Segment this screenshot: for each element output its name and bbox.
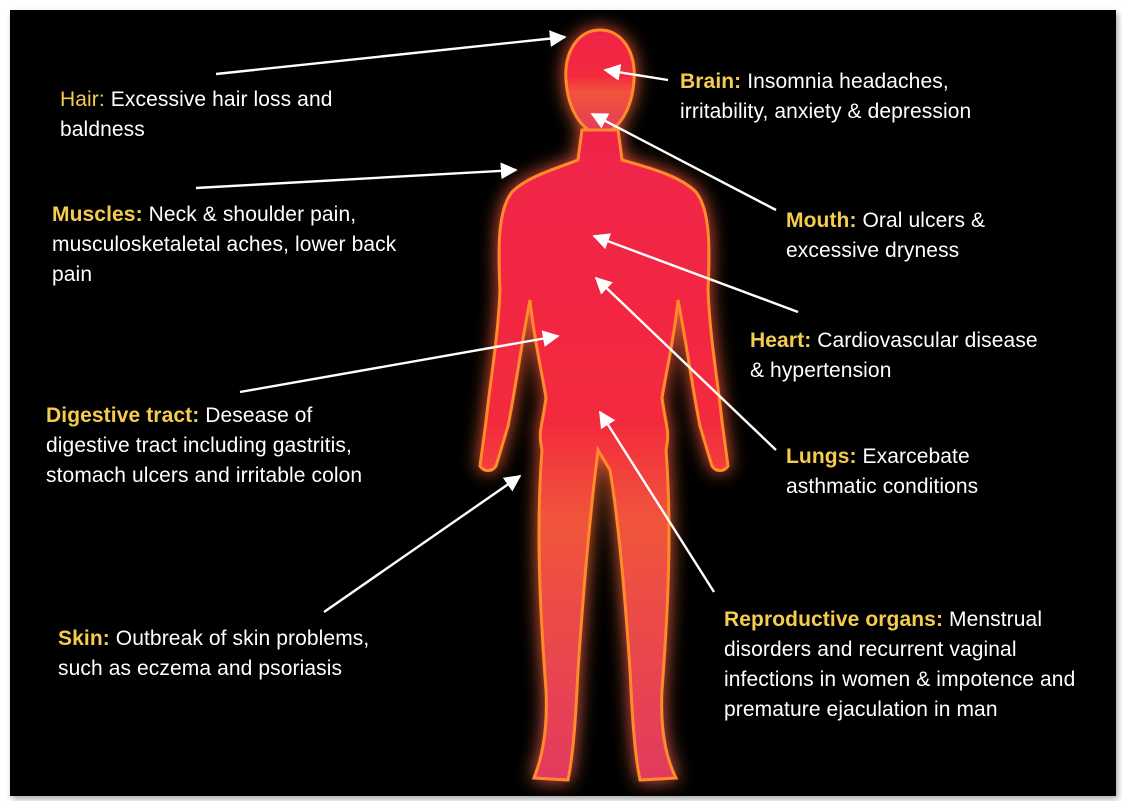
diagram-panel: Hair: Excessive hair loss and baldness B…: [10, 10, 1116, 796]
muscles-leader: [196, 170, 516, 188]
annotation-digestive-heading: Digestive tract:: [46, 404, 199, 427]
annotation-mouth-heading: Mouth:: [786, 209, 857, 232]
annotation-muscles: Muscles: Neck & shoulder pain, musculosk…: [52, 200, 422, 290]
annotation-mouth: Mouth: Oral ulcers & excessive dryness: [786, 206, 1046, 266]
annotation-hair-heading: Hair:: [60, 88, 105, 111]
human-figure: [480, 30, 728, 780]
annotation-brain: Brain: Insomnia headaches, irritability,…: [680, 67, 1040, 127]
annotation-digestive: Digestive tract: Desease of digestive tr…: [46, 401, 396, 491]
annotation-reproductive-heading: Reproductive organs:: [724, 608, 943, 631]
skin-leader: [324, 476, 520, 612]
annotation-heart-heading: Heart:: [750, 329, 811, 352]
hair-leader: [216, 37, 565, 74]
annotation-lungs-heading: Lungs:: [786, 445, 857, 468]
annotation-skin-heading: Skin:: [58, 627, 110, 650]
figure-torso: [480, 130, 728, 780]
annotation-muscles-heading: Muscles:: [52, 203, 143, 226]
annotation-heart: Heart: Cardiovascular disease & hyperten…: [750, 326, 1040, 386]
annotation-brain-heading: Brain:: [680, 70, 741, 93]
annotation-hair: Hair: Excessive hair loss and baldness: [60, 85, 400, 145]
annotation-skin: Skin: Outbreak of skin problems, such as…: [58, 624, 418, 684]
annotation-lungs: Lungs: Exarcebate asthmatic conditions: [786, 442, 1036, 502]
annotation-reproductive: Reproductive organs: Menstrual disorders…: [724, 605, 1109, 725]
